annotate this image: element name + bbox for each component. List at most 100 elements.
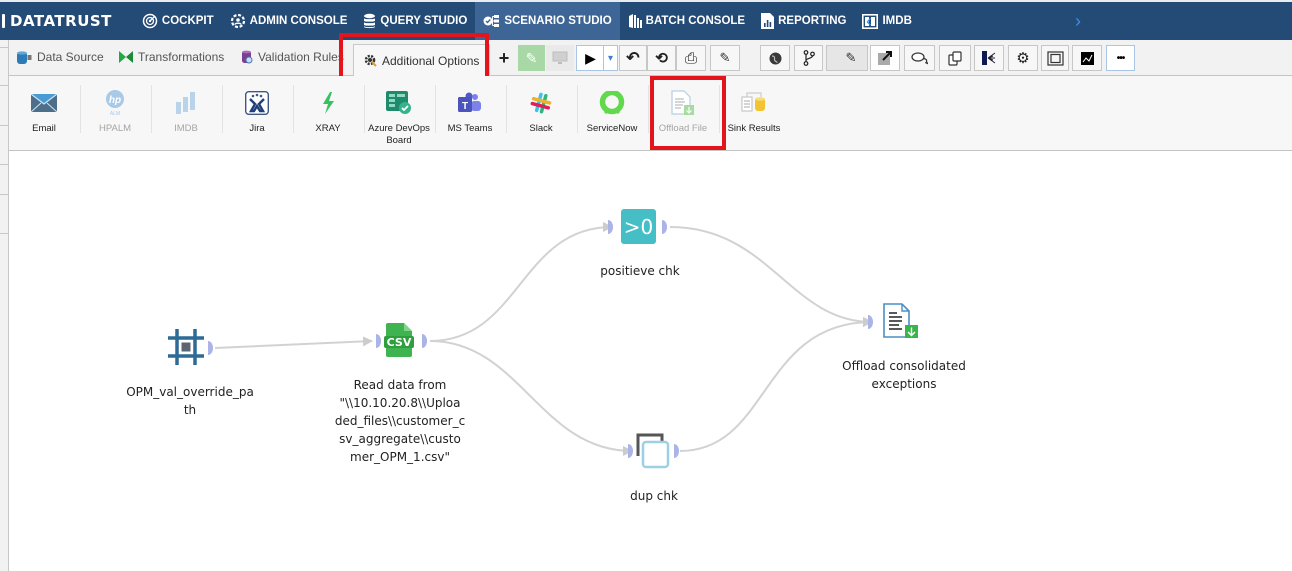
- edit-mode-button[interactable]: ✎: [826, 45, 868, 71]
- ellipsis-icon: •••: [1116, 52, 1125, 64]
- lineage-button[interactable]: [974, 45, 1004, 71]
- node-offload-consolidated-exceptions[interactable]: [883, 303, 919, 339]
- nav-cockpit[interactable]: COCKPIT: [134, 2, 222, 40]
- branch-icon: [803, 50, 815, 66]
- chart-button[interactable]: [1072, 45, 1102, 71]
- ribbon-label: Slack: [529, 123, 553, 134]
- slack-icon: [530, 86, 552, 120]
- radar-icon: [142, 13, 158, 29]
- globe-button[interactable]: [760, 45, 790, 71]
- nav-batch-console[interactable]: BATCH CONSOLE: [620, 2, 753, 40]
- nav-scroll-left-icon[interactable]: ‹: [866, 11, 872, 31]
- ribbon-xray[interactable]: XRAY: [293, 76, 363, 151]
- node-label-read-csv: Read data from "\\10.10.20.8\\Uploa ded_…: [320, 376, 480, 466]
- ribbon-imdb[interactable]: IMDB: [151, 76, 221, 151]
- ribbon-ms-teams[interactable]: T MS Teams: [435, 76, 505, 151]
- ribbon-sink-results[interactable]: Sink Results: [719, 76, 789, 151]
- node-duplicate-check[interactable]: [634, 433, 670, 469]
- port-n1-out: [208, 341, 213, 355]
- nav-reporting[interactable]: REPORTING: [753, 2, 854, 40]
- ribbon-jira[interactable]: Jira: [222, 76, 292, 151]
- export-arrow-icon: [878, 51, 892, 65]
- envelope-icon: [31, 86, 57, 120]
- play-icon: ▶: [585, 49, 596, 66]
- nav-admin-console[interactable]: ADMIN CONSOLE: [222, 2, 356, 40]
- label-line: th: [183, 403, 197, 417]
- ribbon-label: ServiceNow: [586, 123, 638, 134]
- nav-label: REPORTING: [778, 15, 847, 27]
- node-read-csv[interactable]: CSV: [384, 323, 414, 357]
- port-n5-in: [868, 315, 873, 329]
- db-gear-icon: [241, 50, 253, 64]
- ribbon-servicenow[interactable]: ServiceNow: [577, 76, 647, 151]
- run-dropdown-button[interactable]: ▾: [603, 45, 618, 71]
- brand-mark-icon: [2, 14, 5, 28]
- label-line: sv_aggregate\\custo: [339, 432, 461, 446]
- edit-icon: ✎: [525, 49, 538, 66]
- monitor-button[interactable]: [546, 45, 574, 71]
- history-button[interactable]: ⟲: [647, 45, 676, 71]
- export-button[interactable]: [870, 45, 900, 71]
- edit-button[interactable]: ✎: [710, 45, 740, 71]
- fit-view-button[interactable]: [1041, 45, 1069, 71]
- nav-imdb[interactable]: IMDB: [854, 2, 919, 40]
- csv-file-icon: CSV: [384, 323, 414, 357]
- nav-label: BATCH CONSOLE: [645, 15, 746, 27]
- port-n3-in: [608, 220, 613, 234]
- ribbon-label: MS Teams: [447, 123, 493, 134]
- ribbon-offload-file[interactable]: Offload File: [648, 76, 718, 151]
- database-plug-icon: [17, 50, 32, 64]
- edge-n4-n5: [679, 317, 873, 452]
- tab-data-source[interactable]: Data Source: [17, 50, 104, 64]
- plus-icon: +: [498, 47, 510, 68]
- run-button[interactable]: ▶: [576, 45, 604, 71]
- offload-file-icon: [671, 86, 695, 120]
- tab-validation-rules[interactable]: Validation Rules: [241, 50, 344, 64]
- edge-n2-n4: [429, 340, 633, 456]
- lineage-icon: [982, 51, 996, 65]
- gear-wrench-icon: [364, 54, 377, 67]
- label-line: Offload consolidated: [842, 359, 966, 373]
- node-opm-val-override-path[interactable]: [168, 329, 204, 365]
- greater-than-zero-icon: >0: [623, 214, 654, 239]
- scenario-canvas[interactable]: OPM_val_override_pa th CSV Read data fro…: [10, 152, 1292, 571]
- top-nav-bar: DATATRUST COCKPIT ADMIN CONSOLE QUERY ST…: [0, 0, 1292, 40]
- node-label-offload-consolidated-exceptions: Offload consolidated exceptions: [824, 357, 984, 393]
- servicenow-icon: [599, 86, 625, 120]
- comments-button[interactable]: [904, 45, 935, 71]
- branch-button[interactable]: [794, 45, 823, 71]
- ribbon-label: Jira: [249, 123, 265, 134]
- left-collapsed-panel[interactable]: [0, 40, 9, 571]
- label-line: positieve chk: [600, 264, 680, 278]
- label-line: dup chk: [630, 489, 678, 503]
- nav-scroll-right-icon[interactable]: ›: [1075, 11, 1081, 31]
- label-line: OPM_val_override_pa: [126, 385, 254, 399]
- copy-button[interactable]: [939, 45, 971, 71]
- nav-query-studio[interactable]: QUERY STUDIO: [355, 2, 475, 40]
- copy-icon: [947, 50, 962, 66]
- nav-scenario-studio[interactable]: SCENARIO STUDIO: [475, 2, 620, 40]
- ribbon-email[interactable]: Email: [9, 76, 79, 151]
- edit-icon: ✎: [719, 50, 731, 65]
- undo-button[interactable]: ↶: [619, 45, 647, 71]
- deploy-button[interactable]: ⎙: [676, 45, 706, 71]
- caret-down-icon: ▾: [607, 52, 614, 64]
- teams-icon: T: [458, 86, 482, 120]
- edge-n2-n3: [429, 222, 613, 342]
- ribbon-slack[interactable]: Slack: [506, 76, 576, 151]
- settings-button[interactable]: ⚙: [1008, 45, 1038, 71]
- computer-deploy-icon: ⎙: [684, 49, 697, 67]
- add-button[interactable]: +: [491, 45, 517, 71]
- jira-icon: [245, 86, 269, 120]
- brand-logo[interactable]: DATATRUST: [0, 2, 112, 40]
- tab-additional-options[interactable]: Additional Options: [353, 44, 491, 76]
- node-positive-check[interactable]: >0: [621, 209, 656, 244]
- tab-transformations[interactable]: Transformations: [119, 50, 224, 64]
- more-button[interactable]: •••: [1106, 45, 1135, 71]
- ribbon-label: Offload File: [658, 123, 708, 134]
- nav-label: QUERY STUDIO: [380, 15, 468, 27]
- edit-green-button[interactable]: ✎: [518, 45, 545, 71]
